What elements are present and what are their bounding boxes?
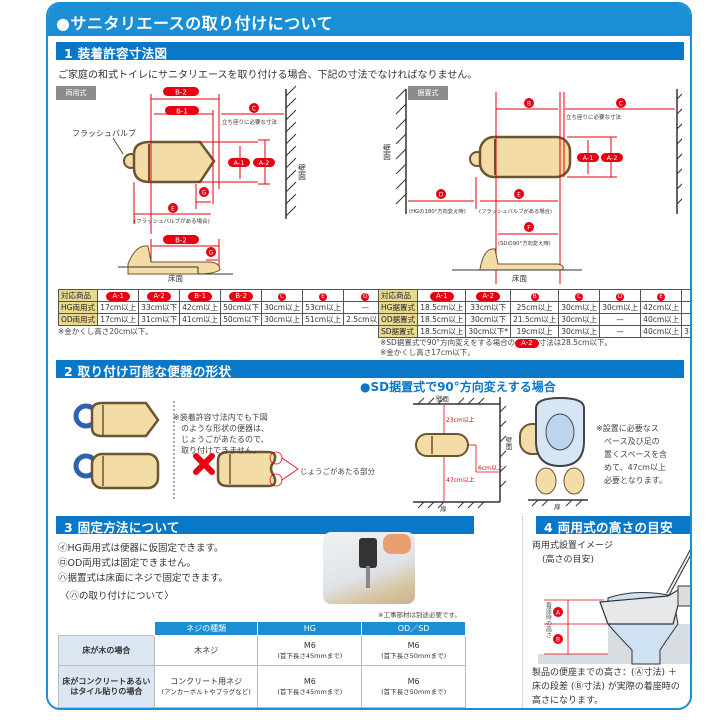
svg-text:C: C — [619, 101, 623, 108]
svg-text:(フラッシュバルブがある場合): (フラッシュバルブがある場合) — [134, 217, 210, 225]
svg-text:A-1: A-1 — [234, 159, 245, 167]
svg-text:着座時の高さ: 着座時の高さ — [545, 601, 552, 639]
dual-type-dimension-diagram: B-2 B-1 C 立ち座りに必要な寸法 A-1 A-2 G E (フラッシュバ… — [72, 85, 307, 283]
svg-text:フラッシュバルブ: フラッシュバルブ — [72, 128, 136, 138]
floor-type-table-note-2: ※金かくし高さ17cm以下。 — [380, 348, 475, 357]
floor-type-spec-table: 対応商品 A-1 A-2 B C D E F HG据置式18.5cm以上33cm… — [377, 289, 690, 338]
contact-area-label: じょうごがあたる部分 — [300, 467, 375, 476]
materials-note: ※工事部材は別途必要です。 — [378, 611, 461, 619]
svg-text:壁面: 壁面 — [504, 436, 512, 452]
list-item: ㋩据置式は床面にネジで固定できます。 — [58, 573, 229, 584]
svg-text:床面: 床面 — [512, 273, 527, 283]
section4-title: 4 両用式の高さの目安 — [536, 516, 690, 535]
svg-text:壁面: 壁面 — [298, 163, 307, 181]
sd-seated-topview-diagram: 扉 — [519, 396, 588, 511]
svg-text:23cm以上: 23cm以上 — [446, 416, 475, 424]
svg-text:C: C — [252, 106, 256, 113]
svg-text:E: E — [517, 192, 521, 199]
install-image-subcaption: (高さの目安) — [542, 555, 595, 565]
shape-caution-note: ※装着許容寸法内でも下図 のような形状の便器は、 じょうごがあたるので、 取り付… — [173, 413, 269, 455]
page-frame: ●サニタリエースの取り付けについて 1 装着許容寸法図 ご家庭の和式トイレにサニ… — [46, 2, 692, 710]
svg-text:G: G — [202, 190, 207, 197]
svg-text:A-2: A-2 — [259, 159, 270, 167]
dual-type-table-note: ※金かくし高さ20cm以下。 — [58, 327, 153, 336]
install-image-caption: 両用式設置イメージ — [532, 541, 613, 551]
list-item: ㋑HG両用式は便器に仮固定できます。 — [58, 543, 224, 554]
svg-text:D: D — [439, 192, 444, 199]
svg-text:F: F — [527, 225, 531, 232]
table-row: 床が木の場合 木ネジ M6(首下長さ45mmまで) M6(首下長さ50mmまで) — [58, 635, 466, 666]
table-row: 床がコンクリートあるいはタイル貼りの場合 コンクリート用ネジ(アンカーボルトやプ… — [58, 665, 466, 708]
sd-space-note: ※設置に必要なス ペース及び足の 置くスペースを含 めて、47cm以上 必要とな… — [596, 424, 668, 485]
list-item: ㋺OD両用式は固定できません。 — [58, 558, 197, 569]
svg-text:床面: 床面 — [168, 273, 183, 283]
floor-type-dimension-diagram: 壁面 壁面 B C 立ち座りに必要な寸法 A-1 A-2 D (HGの180°方… — [383, 88, 682, 284]
dual-type-height-diagram: 着座時の高さ A B — [538, 549, 690, 665]
section2-title: 2 取り付け可能な便器の形状 — [56, 360, 684, 379]
svg-text:(フラッシュバルブがある場合): (フラッシュバルブがある場合) — [479, 207, 552, 215]
sd-rotation-diagram: 23cm以上 6cm以上 47cm以上 壁面 壁面 扉 — [413, 394, 512, 512]
svg-text:立ち座りに必要な寸法: 立ち座りに必要な寸法 — [566, 113, 622, 121]
svg-text:E: E — [171, 206, 175, 213]
svg-text:6cm以上: 6cm以上 — [478, 464, 503, 472]
screw-fixing-photo — [323, 532, 415, 604]
svg-text:A: A — [556, 610, 561, 617]
section1-title: 1 装着許容寸法図 — [56, 42, 684, 61]
fixing-method-list: ㋑HG両用式は便器に仮固定できます。 ㋺OD両用式は固定できません。 ㋩据置式は… — [58, 543, 229, 602]
svg-text:47cm以上: 47cm以上 — [446, 476, 475, 484]
svg-text:壁面: 壁面 — [436, 394, 450, 403]
svg-text:B: B — [527, 101, 531, 108]
svg-text:立ち座りに必要な寸法: 立ち座りに必要な寸法 — [222, 118, 278, 126]
dual-type-tag: 両用式 — [56, 86, 96, 100]
svg-text:B: B — [556, 637, 560, 644]
svg-text:扉: 扉 — [440, 504, 447, 512]
screw-spec-table: ネジの種類 HG OD／SD 床が木の場合 木ネジ M6(首下長さ45mmまで)… — [58, 621, 466, 708]
section-divider — [522, 516, 523, 708]
page-title: ●サニタリエースの取り付けについて — [48, 4, 690, 36]
height-description: 製品の便座までの高さ：(Ⓐ寸法) ＋ 床の段差 (Ⓑ寸法) が実際の着座時の 高… — [532, 668, 680, 706]
acceptable-shapes-diagram — [73, 401, 299, 501]
section1-intro: ご家庭の和式トイレにサニタリエースを取り付ける場合、下記の寸法でなければなりませ… — [58, 70, 478, 81]
svg-text:(SDの90°方向変え時): (SDの90°方向変え時) — [498, 239, 551, 247]
svg-text:(HGの180°方向変え時): (HGの180°方向変え時) — [409, 207, 466, 215]
section3-title: 3 固定方法について — [56, 516, 474, 535]
floor-type-tag: 据置式 — [408, 86, 448, 100]
sd-rotation-heading: ●SD据置式で90°方向変えする場合 — [360, 380, 556, 394]
svg-text:B-2: B-2 — [175, 89, 187, 97]
svg-text:B-2: B-2 — [175, 237, 187, 245]
svg-text:A-2: A-2 — [607, 154, 618, 162]
section4: 4 両用式の高さの目安 両用式設置イメージ (高さの目安) 着座時の高さ A B… — [528, 516, 690, 708]
svg-text:G: G — [209, 250, 214, 257]
svg-text:A-1: A-1 — [583, 154, 594, 162]
svg-text:扉: 扉 — [554, 502, 561, 511]
svg-text:B-1: B-1 — [176, 108, 188, 116]
svg-text:壁面: 壁面 — [383, 143, 392, 161]
